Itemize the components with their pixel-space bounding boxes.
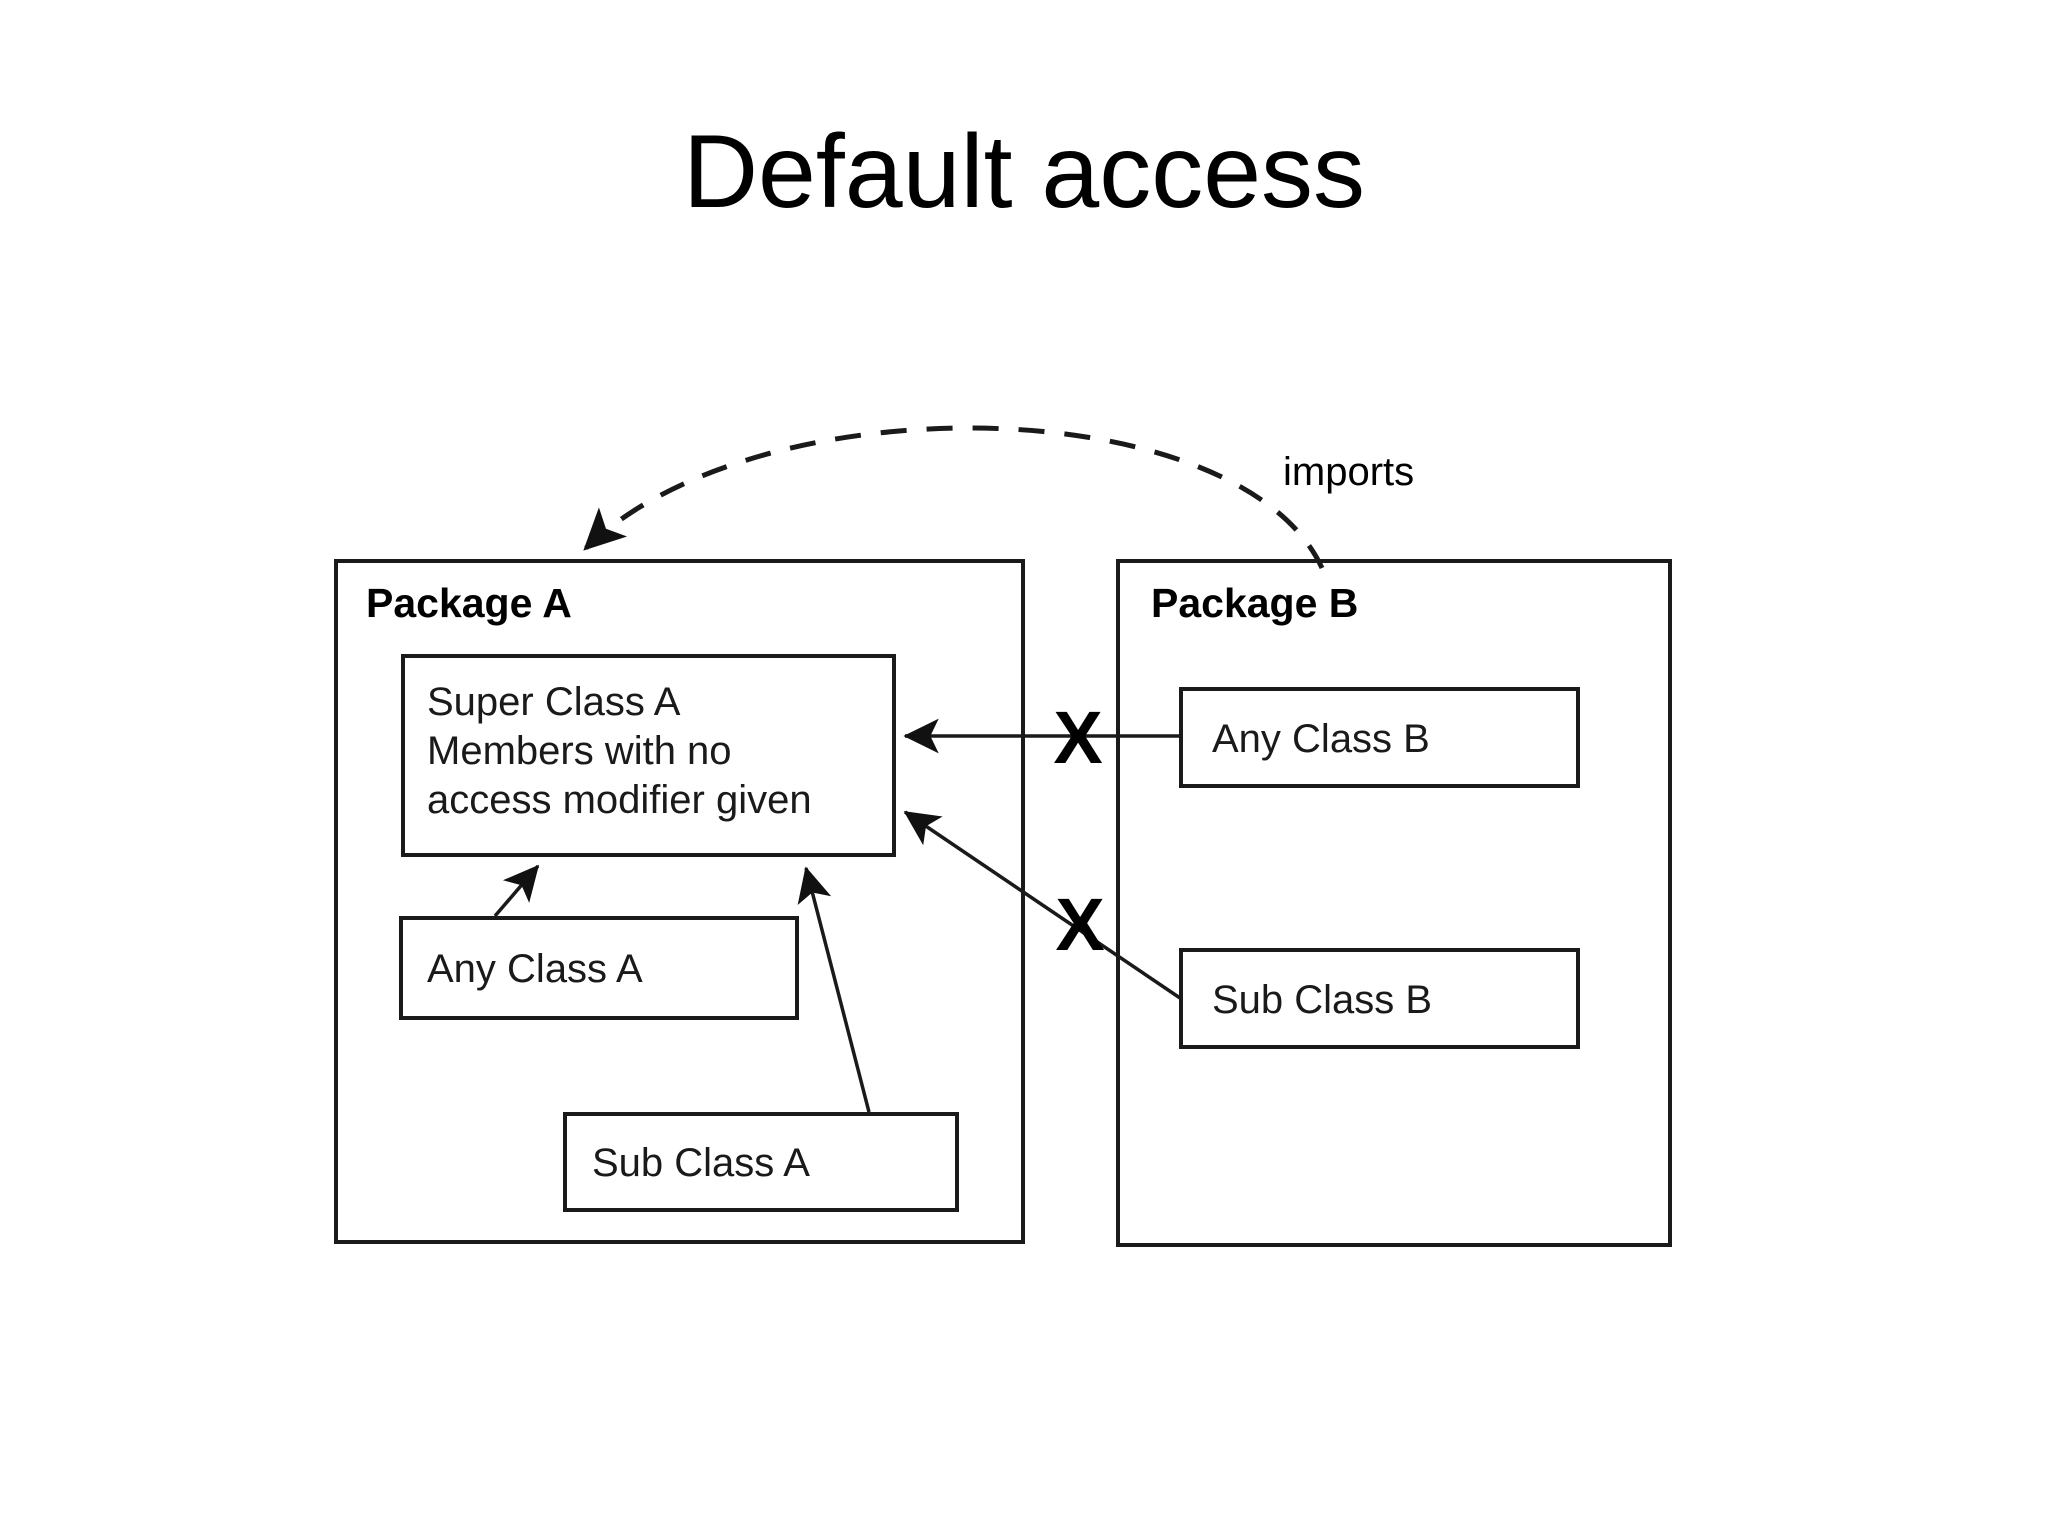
- imports-edge-group[interactable]: imports: [583, 425, 1414, 570]
- package-a-label: Package A: [366, 580, 572, 626]
- any-class-b-label: Any Class B: [1212, 717, 1430, 761]
- imports-arrow[interactable]: [583, 425, 1325, 570]
- page-title: Default access: [682, 114, 1366, 230]
- blocked-x-icon-2: X: [1055, 883, 1104, 966]
- sub-class-a-label: Sub Class A: [592, 1141, 810, 1185]
- super-class-a-box[interactable]: [401, 654, 896, 857]
- super-class-a-group[interactable]: Super Class A Members with no access mod…: [401, 654, 896, 857]
- sub-class-b-box[interactable]: [1179, 948, 1580, 1049]
- any-class-a-access-edge[interactable]: [493, 864, 540, 918]
- any-class-a-access-arrow[interactable]: [493, 864, 540, 918]
- blocked-x-icon-1: X: [1053, 696, 1102, 779]
- any-class-b-box[interactable]: [1179, 687, 1580, 788]
- imports-label: imports: [1283, 450, 1414, 494]
- package-b-group[interactable]: Package B: [1116, 559, 1672, 1247]
- sub-class-a-access-edge[interactable]: [797, 866, 871, 1113]
- any-class-a-group[interactable]: Any Class A: [399, 916, 799, 1020]
- sub-class-a-access-arrow[interactable]: [797, 866, 871, 1113]
- super-class-a-line-2: Members with no: [427, 729, 732, 773]
- any-class-a-box[interactable]: [399, 916, 799, 1020]
- super-class-a-line-1: Super Class A: [427, 680, 681, 724]
- package-b-label: Package B: [1151, 580, 1358, 626]
- any-class-b-group[interactable]: Any Class B: [1179, 687, 1580, 788]
- sub-class-b-group[interactable]: Sub Class B: [1179, 948, 1580, 1049]
- sub-class-b-access-arrow[interactable]: [903, 810, 1181, 1000]
- sub-class-a-box[interactable]: [563, 1112, 959, 1212]
- sub-class-a-group[interactable]: Sub Class A: [563, 1112, 959, 1212]
- any-class-b-access-edge[interactable]: X: [903, 696, 1180, 779]
- any-class-a-label: Any Class A: [427, 947, 643, 991]
- sub-class-b-access-edge[interactable]: X: [903, 810, 1181, 1000]
- super-class-a-line-3: access modifier given: [427, 778, 812, 822]
- package-b-box[interactable]: [1116, 559, 1672, 1247]
- sub-class-b-label: Sub Class B: [1212, 978, 1432, 1022]
